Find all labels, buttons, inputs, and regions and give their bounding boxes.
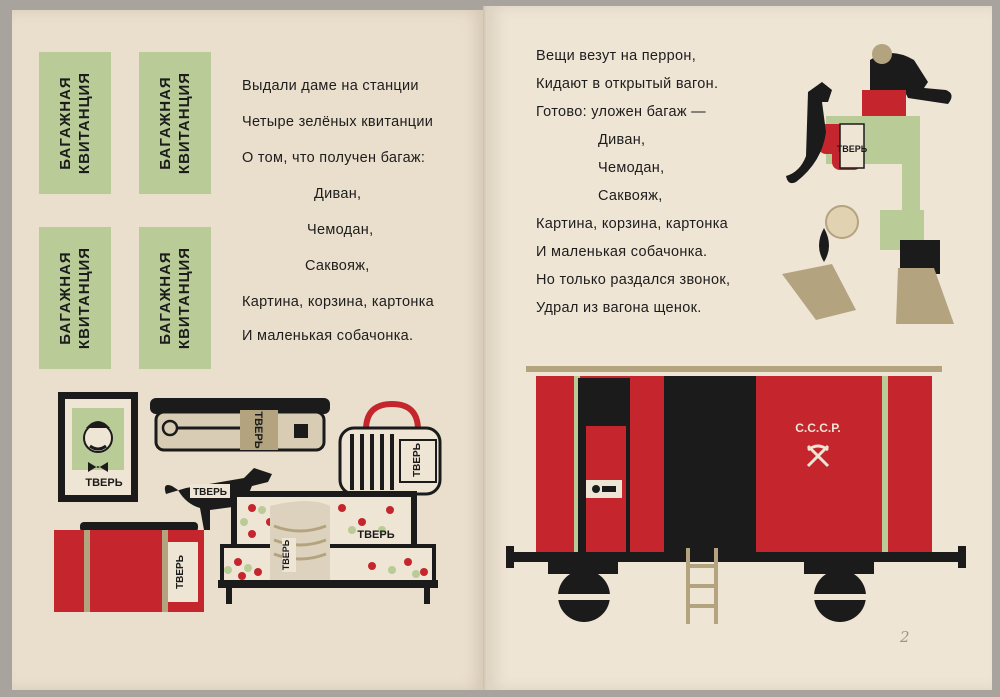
luggage-illustration: ТВЕРЬ ТВЕРЬ ТВЕРЬ Т <box>54 392 442 612</box>
basket-icon: ТВЕРЬ <box>150 398 330 452</box>
train-illustration: ТВЕРЬ С.С.С.Р. <box>506 44 966 624</box>
poem-line: Удрал из вагона щенок. <box>536 300 702 316</box>
poem-line: Вещи везут на перрон, <box>536 48 697 64</box>
page-number: 2 <box>900 628 910 646</box>
poem-line: Картина, корзина, картонка <box>536 216 729 232</box>
poem-line: Саквояж, <box>305 258 370 274</box>
tag-label: ТВЕРЬ <box>175 555 186 589</box>
suitcase-icon: ТВЕРЬ <box>54 522 204 612</box>
tag-label: ТВЕРЬ <box>252 411 264 448</box>
poem-line: Саквояж, <box>598 188 663 204</box>
poem-line: Но только раздался звонок, <box>536 272 731 288</box>
tag-label: ТВЕРЬ <box>412 443 423 477</box>
tag-label: ТВЕРЬ <box>357 529 394 541</box>
tag-label: ТВЕРЬ <box>281 539 291 570</box>
wagon-emblem: С.С.С.Р. <box>795 421 841 435</box>
poem-line: Диван, <box>598 132 646 148</box>
freight-wagon-icon: С.С.С.Р. <box>506 366 966 624</box>
poem-line: Диван, <box>314 186 362 202</box>
poem-line: И маленькая собачонка. <box>536 244 708 260</box>
poem-line: Картина, корзина, картонка <box>242 294 435 310</box>
poem-line: И маленькая собачонка. <box>242 328 414 344</box>
tag-label: ТВЕРЬ <box>85 477 122 489</box>
poem-line: Четыре зелёных квитанции <box>242 114 434 130</box>
tag-label: ТВЕРЬ <box>837 144 868 154</box>
poem-line: Готово: уложен багаж — <box>536 104 706 120</box>
carpet-bag-icon: ТВЕРЬ <box>338 400 442 496</box>
poem-line: Чемодан, <box>307 222 374 238</box>
right-page: Вещи везут на перрон, Кидают в открытый … <box>486 6 992 690</box>
painting-icon: ТВЕРЬ <box>58 392 138 502</box>
tag-label: ТВЕРЬ <box>193 487 227 498</box>
poem-line: Выдали даме на станции <box>242 78 419 94</box>
sofa-icon: ТВЕРЬ ТВЕРЬ <box>218 491 438 604</box>
poem-line: Кидают в открытый вагон. <box>536 76 719 92</box>
poem-line: О том, что получен багаж: <box>242 150 426 166</box>
poem-line: Чемодан, <box>598 160 665 176</box>
porter-icon: ТВЕРЬ <box>782 44 954 324</box>
